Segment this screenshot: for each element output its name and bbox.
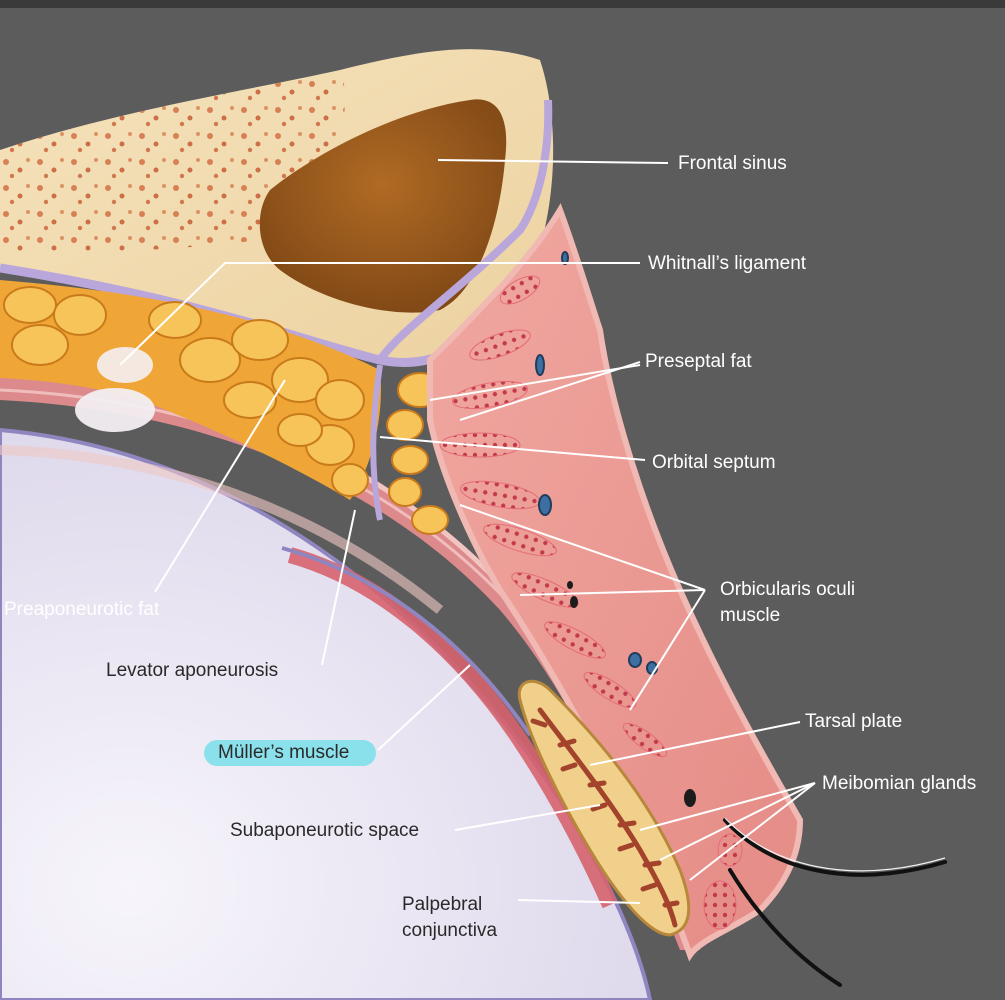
whitnalls-ligament — [75, 388, 155, 432]
label-frontal-sinus: Frontal sinus — [678, 153, 787, 174]
leader-lines — [119, 159, 816, 904]
label-orbicularis-oculi: Orbicularis oculi — [720, 579, 856, 600]
label-preaponeurotic-fat: Preaponeurotic fat — [4, 599, 160, 620]
preaponeurotic-fat — [0, 280, 381, 500]
label-palpebral: Palpebral — [402, 894, 483, 915]
mullers-muscle-highlight — [204, 740, 376, 766]
label-levator-aponeurosis: Levator aponeurosis — [106, 660, 279, 681]
frontal-sinus — [259, 99, 507, 313]
orbital-septum — [376, 99, 553, 363]
label-tarsal-plate: Tarsal plate — [805, 711, 903, 732]
label-whitnalls-ligament: Whitnall’s ligament — [648, 253, 807, 274]
label-mullers-muscle: Müller’s muscle — [218, 742, 350, 763]
label-preseptal-fat: Preseptal fat — [645, 351, 752, 372]
label-orbital-septum: Orbital septum — [652, 452, 776, 473]
label-subaponeurotic-space: Subaponeurotic space — [230, 820, 420, 841]
meibomian-glands — [530, 707, 680, 928]
mullers-muscle — [287, 547, 618, 909]
label-meibomian-glands: Meibomian glands — [822, 773, 977, 794]
label-palpebral-conjunctiva: conjunctiva — [402, 920, 498, 941]
label-orbicularis-oculi-muscle: muscle — [720, 605, 781, 626]
